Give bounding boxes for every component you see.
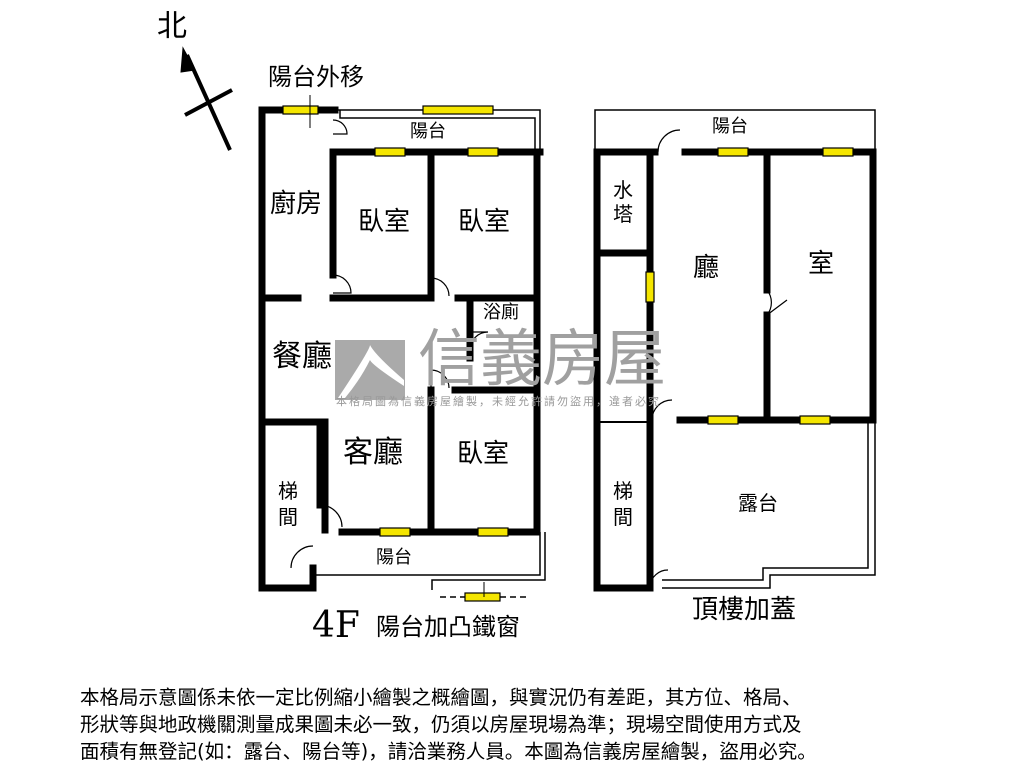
north-arrow-icon: [180, 46, 233, 151]
room-bedroom: 臥室: [458, 207, 511, 237]
floor-title-roof: 頂樓加蓋: [692, 595, 797, 625]
room-balcony: 陽台: [712, 116, 748, 137]
room-water-tower: 水塔: [613, 178, 633, 226]
room-bedroom: 臥室: [358, 207, 411, 237]
north-label: 北: [157, 9, 187, 44]
room-hall: 廳: [693, 253, 720, 283]
room-bedroom: 臥室: [457, 439, 510, 469]
room-dining: 餐廳: [272, 339, 332, 374]
note-balcony-window: 陽台加凸鐵窗: [376, 613, 520, 641]
note-balcony-moved: 陽台外移: [268, 63, 364, 91]
walls-4f: [258, 106, 544, 592]
room-living: 客廳: [343, 435, 403, 470]
room-stairwell: 梯間: [278, 479, 298, 529]
watermark-brand: 信義房屋: [418, 322, 667, 395]
disclaimer-line: 形狀等與地政機關測量成果圖未必一致，仍須以房屋現場為準；現場空間使用方式及: [80, 713, 802, 736]
room-stairwell: 梯間: [613, 479, 633, 529]
watermark-notice: 本格局圖為信義房屋繪製，未經允許請勿盜用，違者必究: [336, 395, 661, 408]
windows: [282, 105, 854, 602]
floor-title-4f: 4F: [312, 605, 360, 646]
walls-roof: [593, 148, 877, 592]
disclaimer: 本格局示意圖係未依一定比例縮小繪製之概繪圖，與實況仍有差距，其方位、格局、 形狀…: [80, 684, 960, 765]
room-room: 室: [808, 249, 835, 279]
room-balcony: 陽台: [376, 547, 412, 568]
disclaimer-line: 本格局示意圖係未依一定比例縮小繪製之概繪圖，與實況仍有差距，其方位、格局、: [80, 686, 802, 709]
room-terrace: 露台: [738, 491, 778, 515]
room-kitchen: 廚房: [270, 189, 323, 219]
balcony-outline-4f: [315, 109, 546, 598]
room-bathroom: 浴廁: [483, 302, 519, 323]
room-balcony: 陽台: [410, 121, 446, 142]
disclaimer-line: 面積有無登記(如：露台、陽台等)，請洽業務人員。本圖為信義房屋繪製，盜用必究。: [80, 740, 817, 763]
watermark-logo: [335, 340, 405, 400]
outline-roof: [594, 109, 876, 589]
doors: [290, 119, 788, 587]
